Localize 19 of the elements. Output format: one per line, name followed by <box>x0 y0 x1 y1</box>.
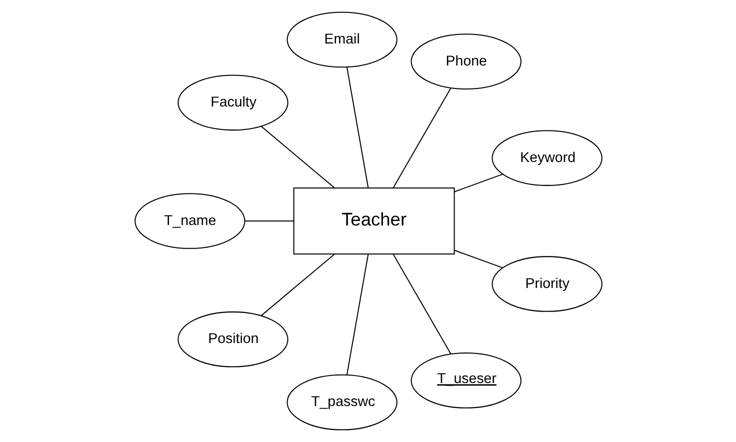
node-ellipse: Phone <box>410 34 521 90</box>
node-ellipse: T_name <box>134 193 245 249</box>
connector <box>454 250 502 268</box>
connector <box>392 254 451 354</box>
node-ellipse: T_passwc <box>286 374 397 430</box>
node-ellipse: T_useser <box>410 352 521 408</box>
node-ellipse: Position <box>177 311 288 368</box>
connector <box>392 88 451 188</box>
node-ellipse: Faculty <box>177 74 288 131</box>
connector <box>346 254 368 375</box>
connector <box>346 67 368 188</box>
node-ellipse: Email <box>286 12 397 68</box>
connector <box>244 220 294 222</box>
node-ellipse: Keyword <box>491 130 602 186</box>
node-box: Teacher <box>292 187 454 255</box>
connector <box>260 254 334 316</box>
connector <box>454 174 502 192</box>
connector <box>260 126 334 188</box>
node-ellipse: Priority <box>491 256 602 312</box>
